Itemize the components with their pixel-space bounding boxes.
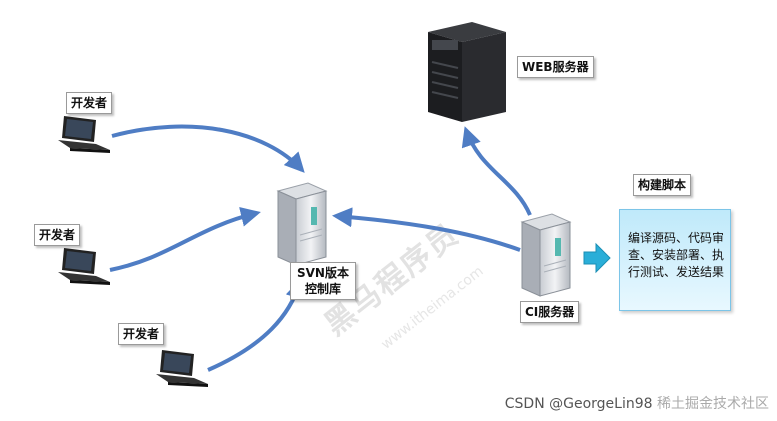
svn-server-icon xyxy=(276,182,328,266)
laptop-icon xyxy=(58,116,110,153)
svn-label-line2: 控制库 xyxy=(304,282,341,296)
ci-server-icon xyxy=(520,213,572,297)
credit-sub: 稀土掘金技术社区 xyxy=(657,396,769,412)
ci-server-label: CI服务器 xyxy=(520,301,580,323)
arrow-ci-to-script xyxy=(583,242,611,274)
developer-label-2: 开发者 xyxy=(34,224,81,246)
developer-label-1: 开发者 xyxy=(66,92,113,114)
build-script-title: 构建脚本 xyxy=(633,174,692,196)
laptop-icon xyxy=(58,248,110,285)
svn-label-line1: SVN版本 xyxy=(297,266,349,280)
arrow-ci-to-svn xyxy=(332,207,521,252)
web-server-label: WEB服务器 xyxy=(517,56,594,78)
build-script-box: 编译源码、代码审查、安装部署、执行测试、发送结果 xyxy=(619,209,731,311)
credit-text: CSDN @GeorgeLin98 稀土掘金技术社区 xyxy=(505,393,769,413)
arrow-dev3-to-svn xyxy=(207,278,305,372)
arrow-dev1-to-svn xyxy=(111,124,305,173)
laptop-icon xyxy=(156,350,208,387)
web-server-icon xyxy=(428,22,506,122)
arrow-dev2-to-svn xyxy=(109,207,261,272)
arrow-ci-to-web xyxy=(461,126,532,216)
developer-label-3: 开发者 xyxy=(118,323,165,345)
credit-main: CSDN @GeorgeLin98 xyxy=(504,396,653,412)
svn-label: SVN版本 控制库 xyxy=(290,262,356,300)
